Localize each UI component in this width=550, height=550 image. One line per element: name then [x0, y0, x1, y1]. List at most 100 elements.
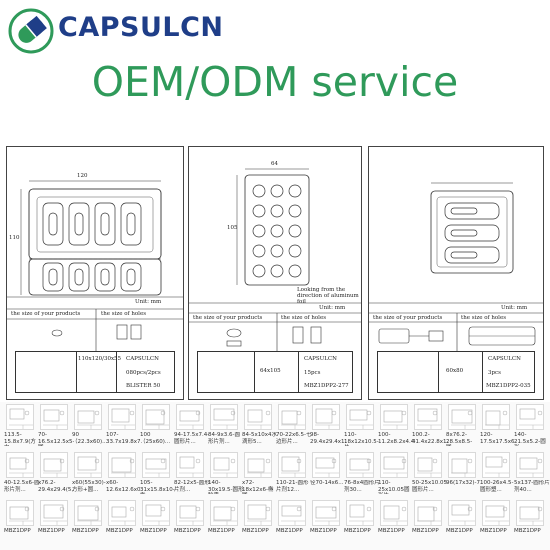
file-thumbnail[interactable]: MBZ1DPP	[514, 500, 547, 542]
file-thumbnail[interactable]: 5x137-圆形片剂40...	[514, 452, 550, 494]
drawing-preview-icon	[244, 500, 272, 526]
file-thumbnail[interactable]: 90（22.3x60)...	[72, 404, 107, 446]
file-thumbnail[interactable]: 100（25x60)...	[140, 404, 173, 446]
foil-note: Looking from the direction of aluminum f…	[297, 287, 359, 305]
holes-title: the size of holes	[101, 311, 147, 317]
file-thumbnail[interactable]: 70-16.5x12.5x5-圆...	[38, 404, 74, 446]
file-thumbnail[interactable]: MBZ1DPP	[378, 500, 411, 542]
drawing-preview-icon	[244, 404, 272, 430]
file-thumbnail[interactable]: 82-12x5-圆形片剂...	[174, 452, 210, 494]
drawing-preview-icon	[210, 404, 238, 430]
title-block: 110x120/30x55 CAPSULCN 080pcs/2pcs BLIST…	[15, 351, 175, 393]
capsule-icon	[8, 8, 54, 54]
file-thumbnail[interactable]: MBZ1DPP	[38, 500, 71, 542]
file-thumbnail[interactable]: 94-17.5x7.4-圆形片...	[174, 404, 210, 446]
file-thumbnail[interactable]: 107-33.7x19.8x7.8...	[106, 404, 142, 446]
file-thumbnail[interactable]: 100-11.2x8.2x4.4-...	[378, 404, 414, 446]
file-thumbnail[interactable]: 50-25x10.05圆形片...	[412, 452, 447, 494]
model-label: MBZ1DPP2-035	[486, 383, 531, 389]
file-name-label: 113.5-15.8x7.9(方电...	[4, 432, 36, 446]
file-name-label: 94-17.5x7.4-圆形片...	[174, 432, 210, 445]
file-thumbnail[interactable]: 98-29.4x29.4x12-...	[310, 404, 346, 446]
file-thumbnail[interactable]: 84-5x10x4水滴形5...	[242, 404, 277, 446]
brand-name: CAPSULCN	[58, 12, 224, 43]
file-name-label: 110-21-圆形片剂12...	[276, 480, 309, 493]
file-thumbnail[interactable]: MBZ1DPP	[174, 500, 207, 542]
brand-label: CAPSULCN	[126, 356, 159, 362]
file-thumbnail[interactable]: MBZ1DPP	[208, 500, 241, 542]
file-thumbnail[interactable]: 8x76.2-28.5x8.5-圆...	[446, 404, 479, 446]
file-thumbnail[interactable]: 105-31x15.8x10-椭...	[140, 452, 175, 494]
file-thumbnail[interactable]: MBZ1DPP	[480, 500, 513, 542]
blister-drawing-1	[7, 180, 183, 352]
file-thumbnail[interactable]: MBZ1DPP	[344, 500, 377, 542]
drawing-preview-icon	[6, 452, 34, 478]
drawing-preview-icon	[312, 452, 340, 478]
dimension-height: 110	[9, 235, 20, 241]
file-thumbnail[interactable]: 120-17.5x17.5x6.9-...	[480, 404, 516, 446]
file-name-label: MBZ1DPP	[174, 528, 201, 534]
file-thumbnail[interactable]: 110-21-圆形片剂12...	[276, 452, 309, 494]
file-name-label: MBZ1DPP	[480, 528, 507, 534]
drawing-preview-icon	[278, 452, 306, 478]
file-thumbnail[interactable]: x60-12.6x12.6x0.8-...	[106, 452, 142, 494]
file-thumbnail[interactable]: 110-18x12x10.5-片...	[344, 404, 379, 446]
file-thumbnail[interactable]: x72-18x12x6-椭圆...	[242, 452, 275, 494]
file-name-label: 100-11.2x8.2x4.4-...	[378, 432, 414, 445]
count-label: 3pcs	[488, 370, 501, 376]
file-thumbnail[interactable]: MBZ1DPP	[412, 500, 445, 542]
file-thumbnail[interactable]: MBZ1DPP	[310, 500, 343, 542]
file-name-label: MBZ1DPP	[4, 528, 31, 534]
file-thumbnail[interactable]: MBZ1DPP	[72, 500, 105, 542]
title-block: 60x80 CAPSULCN 3pcs MBZ1DPP2-035	[377, 351, 535, 393]
file-thumbnail[interactable]: 76-8x4圆形片剂30...	[344, 452, 380, 494]
drawing-preview-icon	[516, 452, 544, 478]
drawing-preview-icon	[40, 404, 68, 430]
file-name-label: MBZ1DPP	[242, 528, 269, 534]
file-thumbnail[interactable]: 140-21.5x5.2-圆形...	[514, 404, 547, 446]
file-thumbnail[interactable]: 径70-14x6...	[310, 452, 343, 494]
file-thumbnail[interactable]: MBZ1DPP	[446, 500, 479, 542]
file-thumbnail[interactable]: x76.2-29.4x29.4(5...	[38, 452, 74, 494]
file-name-label: 84-9x3.6-圆形片剂...	[208, 432, 240, 445]
drawing-preview-icon	[414, 500, 442, 526]
drawing-preview-icon	[108, 404, 136, 430]
drawing-preview-icon	[482, 452, 510, 478]
file-thumbnail[interactable]: 100-26x4.5-圆形塑...	[480, 452, 513, 494]
holes-title: the size of holes	[281, 315, 327, 321]
drawing-preview-icon	[74, 404, 102, 430]
file-thumbnail[interactable]: MBZ1DPP	[140, 500, 173, 542]
file-thumbnail[interactable]: MBZ1DPP	[242, 500, 275, 542]
drawing-preview-icon	[40, 452, 68, 478]
file-thumbnail[interactable]: 100.2-41.4x22.8x12...	[412, 404, 448, 446]
drawing-preview-icon	[108, 452, 136, 478]
file-thumbnail[interactable]: 84-9x3.6-圆形片剂...	[208, 404, 241, 446]
file-thumbnail[interactable]: 110-25x10.05圆形片...	[378, 452, 411, 494]
unit-label: Unit: mm	[135, 299, 162, 305]
drawing-preview-icon	[448, 452, 476, 478]
model-label: BLISTER 50	[126, 383, 161, 389]
file-thumbnail[interactable]: 70-22x6.5-七边形片...	[276, 404, 311, 446]
drawing-preview-icon	[278, 500, 306, 526]
file-name-label: MBZ1DPP	[514, 528, 541, 534]
file-name-label: 50-25x10.05圆形片...	[412, 480, 447, 493]
file-thumbnail[interactable]: 113.5-15.8x7.9(方电...	[4, 404, 37, 446]
drawing-preview-icon	[108, 500, 136, 526]
drawing-sheet-1: 120 110 Unit: mm the size of your produc…	[6, 146, 184, 400]
file-name-label: 100.2-41.4x22.8x12...	[412, 432, 448, 445]
file-thumbnail[interactable]: x60(55x30)-方形+圆...	[72, 452, 106, 494]
file-thumbnail[interactable]: 140-30x19.5-圆形胶囊...	[208, 452, 243, 494]
file-thumbnail[interactable]: MBZ1DPP	[106, 500, 139, 542]
drawing-preview-icon	[176, 404, 204, 430]
file-name-label: 70-16.5x12.5x5-圆...	[38, 432, 74, 446]
blister-size: 60x80	[446, 368, 464, 374]
file-name-label: 140-21.5x5.2-圆形...	[514, 432, 546, 446]
drawing-preview-icon	[414, 404, 442, 430]
file-thumbnail[interactable]: 96(17x32)-7.9x1.65-...	[446, 452, 482, 494]
file-thumbnail[interactable]: MBZ1DPP	[276, 500, 309, 542]
blister-size: 110x120/30x55	[78, 356, 122, 362]
drawing-preview-icon	[6, 404, 34, 430]
file-thumbnail[interactable]: 40-12.5x6-圆形片剂...	[4, 452, 39, 494]
file-thumbnail[interactable]: MBZ1DPP	[4, 500, 37, 542]
file-name-label: 76-8x4圆形片剂30...	[344, 480, 380, 493]
